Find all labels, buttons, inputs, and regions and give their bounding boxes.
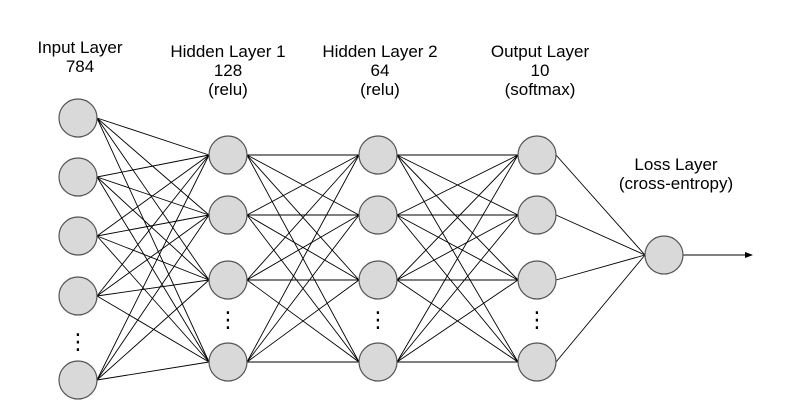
edge-input-to-hidden-1 (96, 295, 210, 363)
edge-input-to-hidden-1 (96, 235, 210, 281)
edge-output-to-loss (555, 214, 646, 256)
edge-input-to-hidden-1 (96, 117, 210, 156)
edge-output-to-loss (555, 154, 646, 256)
edge-hidden-1-to-hidden-2 (246, 154, 360, 281)
edge-hidden-2-to-output (396, 214, 519, 281)
input-neuron (58, 360, 98, 400)
edge-hidden-1-to-hidden-2 (246, 214, 360, 281)
edge-output-to-loss (555, 254, 646, 281)
edge-input-to-hidden-1 (96, 214, 210, 381)
hidden-1-neuron (208, 342, 248, 382)
output-layer-label: Output Layer 10 (softmax) (460, 42, 620, 99)
hidden-2-neuron (358, 342, 398, 382)
input-ellipsis: ⋮ (67, 330, 89, 355)
edge-hidden-2-to-output (396, 214, 519, 363)
input-neuron (58, 98, 98, 138)
hidden-layer-1-label: Hidden Layer 1 128 (relu) (148, 42, 308, 99)
loss-neuron (644, 235, 684, 275)
hidden-layer-2-size: 64 (370, 61, 390, 80)
input-neuron (58, 276, 98, 316)
hidden-layer-2-label: Hidden Layer 2 64 (relu) (300, 42, 460, 99)
output-ellipsis: ⋮ (526, 308, 548, 333)
neurons: ⋮ ⋮ ⋮ ⋮ (58, 98, 684, 400)
hidden-1-neuron (208, 195, 248, 235)
edge-input-to-hidden-1 (96, 279, 210, 297)
output-neuron (517, 342, 557, 382)
hidden-layer-1-name: Hidden Layer 1 (170, 42, 286, 61)
edge-hidden-1-to-hidden-2 (246, 154, 360, 363)
hidden-2-neuron (358, 260, 398, 300)
edge-hidden-2-to-output (396, 154, 519, 281)
input-layer-size: 784 (65, 57, 95, 76)
edge-hidden-2-to-output (396, 154, 519, 216)
hidden-2-ellipsis: ⋮ (367, 308, 389, 333)
loss-layer-label: Loss Layer (cross-entropy) (596, 155, 756, 193)
output-neuron (517, 195, 557, 235)
loss-layer-type: (cross-entropy) (618, 174, 734, 193)
hidden-layer-2-activation: (relu) (360, 80, 400, 99)
output-neuron (517, 260, 557, 300)
edge-input-to-hidden-1 (96, 361, 210, 381)
edge-input-to-hidden-1 (96, 154, 210, 381)
hidden-1-ellipsis: ⋮ (217, 308, 239, 333)
output-layer-name: Output Layer (490, 42, 590, 61)
loss-layer-name: Loss Layer (634, 155, 718, 174)
edge-input-to-hidden-1 (96, 154, 210, 237)
input-layer-name: Input Layer (37, 38, 123, 57)
edge-hidden-1-to-hidden-2 (246, 279, 360, 363)
edge-input-to-hidden-1 (96, 154, 210, 178)
edge-input-to-hidden-1 (96, 214, 210, 297)
hidden-2-neuron (358, 135, 398, 175)
input-neuron (58, 157, 98, 197)
edge-input-to-hidden-1 (96, 117, 210, 281)
edge-input-to-hidden-1 (96, 176, 210, 281)
edge-input-to-hidden-1 (96, 279, 210, 381)
output-layer-activation: (softmax) (504, 80, 576, 99)
hidden-layer-1-size: 128 (213, 61, 243, 80)
connections (96, 117, 753, 381)
edge-output-to-loss (555, 254, 646, 363)
input-layer-label: Input Layer 784 (0, 38, 160, 76)
hidden-layer-2-name: Hidden Layer 2 (322, 42, 438, 61)
edge-hidden-2-to-output (396, 154, 519, 363)
edge-input-to-hidden-1 (96, 154, 210, 297)
output-layer-size: 10 (530, 61, 550, 80)
hidden-layer-1-activation: (relu) (208, 80, 248, 99)
edge-hidden-1-to-hidden-2 (246, 214, 360, 363)
hidden-1-neuron (208, 135, 248, 175)
output-neuron (517, 135, 557, 175)
input-neuron (58, 216, 98, 256)
edge-input-to-hidden-1 (96, 176, 210, 363)
edge-input-to-hidden-1 (96, 117, 210, 363)
edge-input-to-hidden-1 (96, 235, 210, 363)
edge-hidden-1-to-hidden-2 (246, 154, 360, 216)
edge-input-to-hidden-1 (96, 117, 210, 216)
hidden-2-neuron (358, 195, 398, 235)
hidden-1-neuron (208, 260, 248, 300)
edge-hidden-2-to-output (396, 279, 519, 363)
